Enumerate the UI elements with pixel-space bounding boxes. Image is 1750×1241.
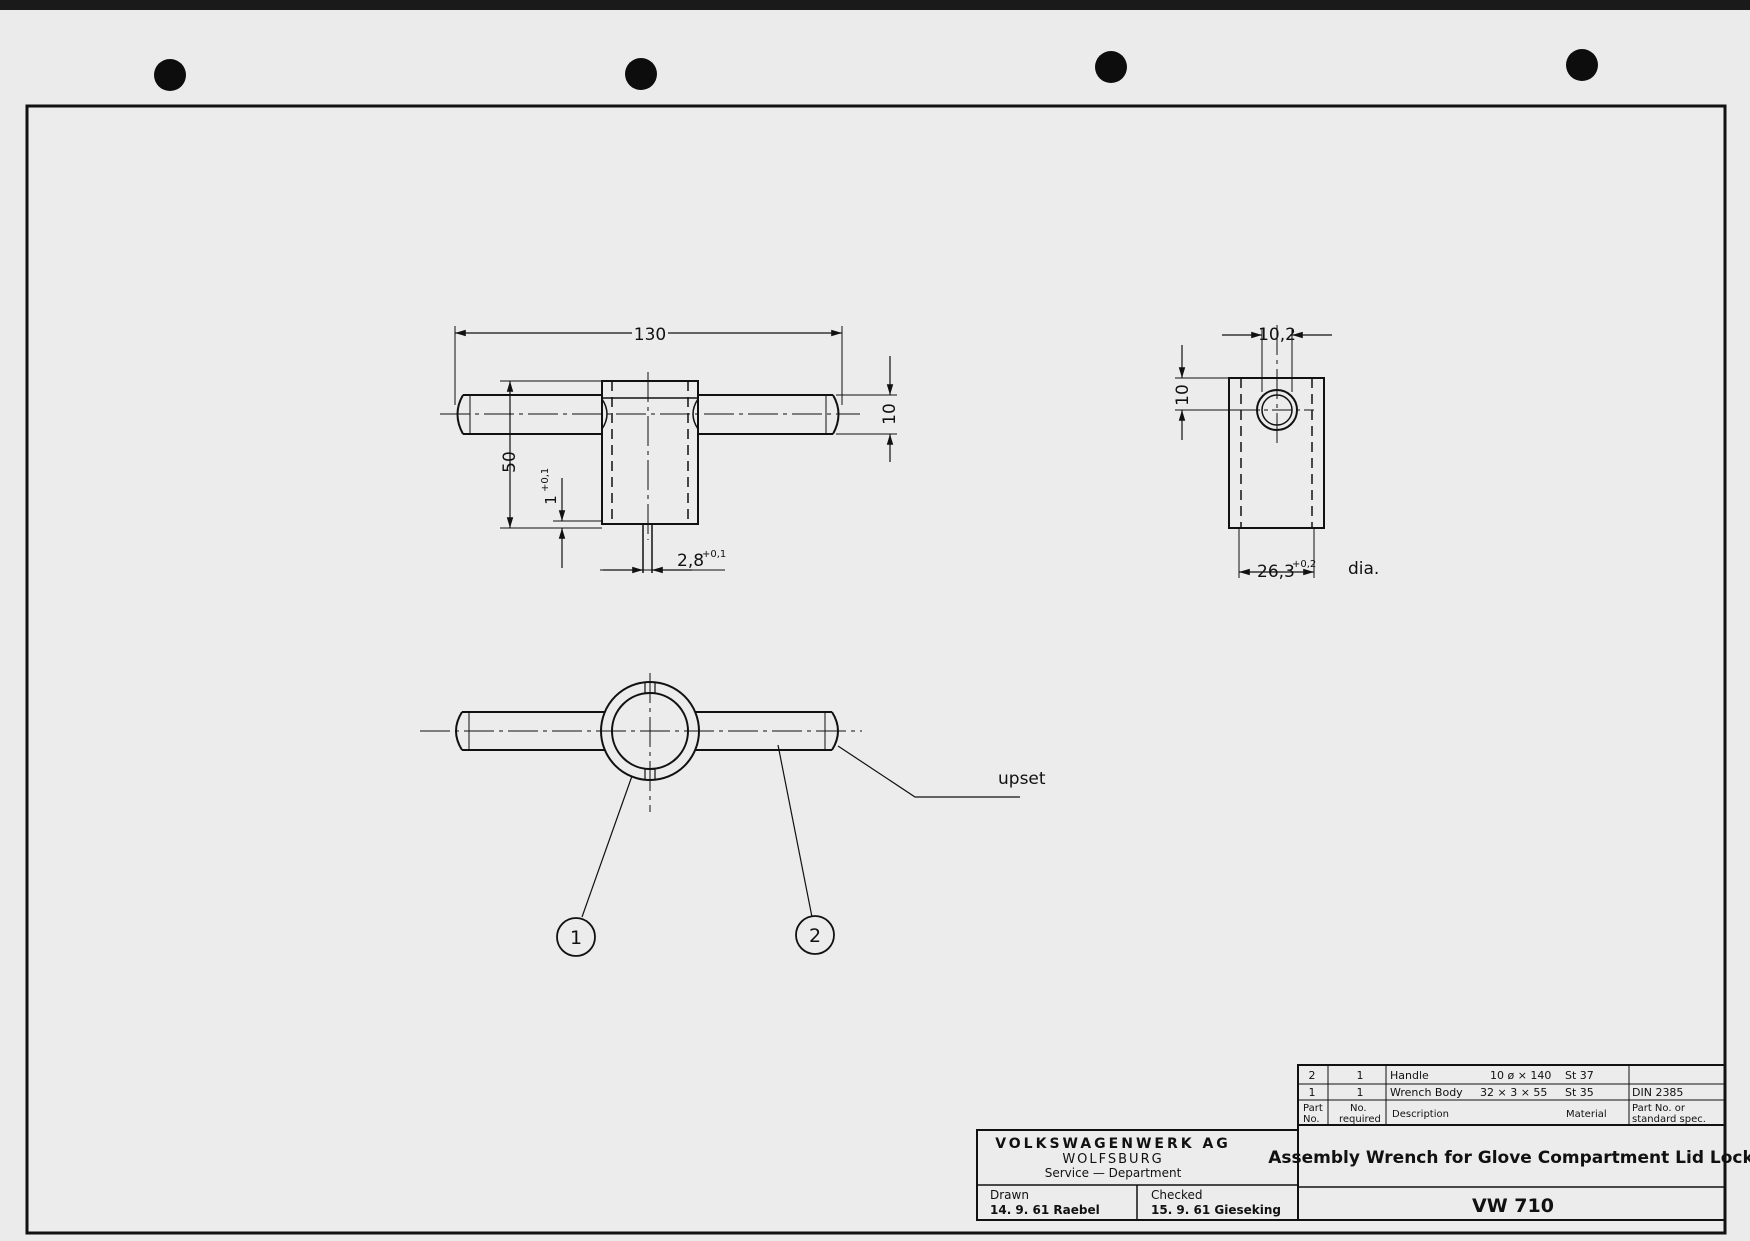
company-name: VOLKSWAGENWERK AG [995, 1136, 1231, 1152]
header-material: Material [1566, 1109, 1607, 1120]
checked-value: 15. 9. 61 Gieseking [1151, 1203, 1281, 1217]
dim-height: 50 [500, 451, 520, 473]
callout-number: 2 [809, 925, 821, 947]
part-qty: 1 [1357, 1086, 1364, 1099]
parts-list: 2 1 Handle 10 ø × 140 St 37 1 1 Wrench B… [1303, 1069, 1706, 1125]
top-view [420, 673, 862, 812]
part-size: 32 × 3 × 55 [1480, 1086, 1547, 1099]
binder-holes [154, 49, 1598, 91]
dim-slot-width-tol: +0,1 [702, 549, 726, 560]
drawn-checked: Drawn 14. 9. 61 Raebel Checked 15. 9. 61… [990, 1188, 1281, 1217]
drawn-value: 14. 9. 61 Raebel [990, 1203, 1100, 1217]
binder-hole-icon [1566, 49, 1598, 81]
callout-circle-icon [795, 915, 835, 955]
front-view-dimension-text: 130 10 50 1 +0,1 2,8 +0,1 [500, 325, 900, 571]
dim-handle-dia: 10 [880, 403, 900, 425]
callout-2: 2 [795, 915, 835, 955]
binder-hole-icon [625, 58, 657, 90]
upset-label: upset [998, 769, 1046, 789]
drawing-number: VW 710 [1472, 1195, 1554, 1217]
header-qty-2: required [1339, 1114, 1381, 1125]
drawing-title: Assembly Wrench for Glove Compartment Li… [1268, 1148, 1750, 1168]
header-qty: No. [1350, 1103, 1367, 1114]
dim-overall-length: 130 [634, 325, 666, 345]
part-size: 10 ø × 140 [1490, 1069, 1551, 1082]
dim-body-dia-tol: +0,2 [1292, 559, 1316, 570]
part-material: St 37 [1565, 1069, 1594, 1082]
company-block: VOLKSWAGENWERK AG WOLFSBURG Service — De… [995, 1136, 1231, 1180]
top-edge [0, 0, 1750, 10]
header-standard: Part No. or [1632, 1103, 1686, 1114]
part-material: St 35 [1565, 1086, 1594, 1099]
dim-slot-depth: 1 [542, 495, 560, 505]
drawing-border [25, 104, 1727, 1235]
dim-body-dia-unit: dia. [1348, 559, 1379, 579]
company-city: WOLFSBURG [1062, 1152, 1163, 1167]
binder-hole-icon [1095, 51, 1127, 83]
title-block [976, 1064, 1726, 1221]
callout-circle-icon [556, 917, 596, 957]
drawn-label: Drawn [990, 1188, 1029, 1202]
part-description: Wrench Body [1390, 1086, 1463, 1099]
dim-body-dia: 26,3 [1257, 562, 1295, 582]
dim-hole-pos: 10 [1173, 384, 1193, 406]
parts-row: 2 1 Handle 10 ø × 140 St 37 [1309, 1069, 1594, 1082]
dim-slot-depth-tol: +0,1 [540, 468, 551, 492]
part-qty: 1 [1357, 1069, 1364, 1082]
header-part-no-2: No. [1303, 1114, 1320, 1125]
callout-number: 1 [570, 927, 582, 949]
dim-slot-width: 2,8 [677, 551, 704, 571]
part-standard: DIN 2385 [1632, 1086, 1683, 1099]
side-view-dimension-text: 10,2 10 26,3 +0,2 dia. [1173, 325, 1379, 582]
header-description: Description [1392, 1109, 1449, 1120]
part-description: Handle [1390, 1069, 1429, 1082]
front-view-dimensions [455, 329, 894, 574]
part-no: 1 [1309, 1086, 1316, 1099]
checked-label: Checked [1151, 1188, 1203, 1202]
header-standard-2: standard spec. [1632, 1114, 1706, 1125]
parts-row: 1 1 Wrench Body 32 × 3 × 55 St 35 DIN 23… [1309, 1086, 1684, 1099]
header-part-no: Part [1303, 1103, 1323, 1114]
leader-lines [581, 744, 1020, 918]
parts-header: Part No. No. required Description Materi… [1303, 1103, 1706, 1125]
part-no: 2 [1309, 1069, 1316, 1082]
binder-hole-icon [154, 59, 186, 91]
dim-hole-dia: 10,2 [1258, 325, 1296, 345]
callout-1: 1 [556, 917, 596, 957]
side-view-dimensions [1178, 331, 1332, 576]
company-dept: Service — Department [1045, 1166, 1182, 1180]
